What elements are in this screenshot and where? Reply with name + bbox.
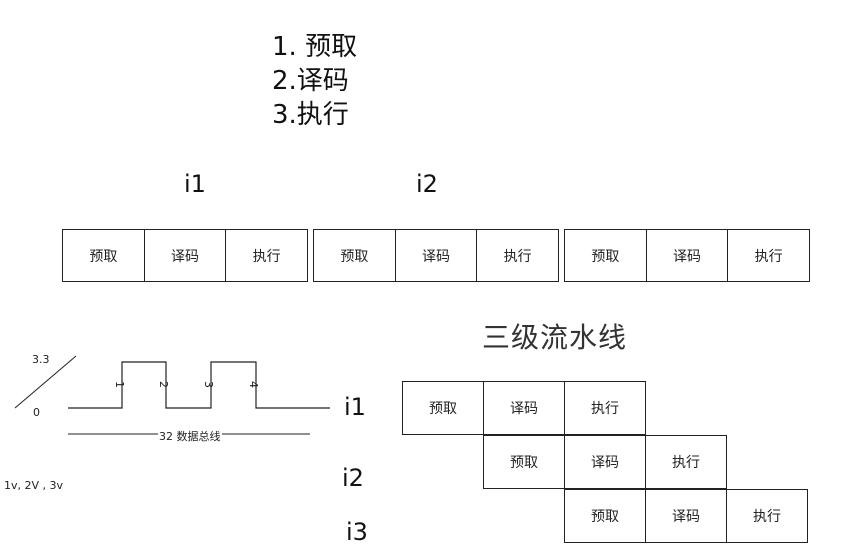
waveform-mark-3: 3 bbox=[202, 381, 215, 388]
step-fetch: 1. 预取 bbox=[272, 32, 358, 62]
cell-execute: 执行 bbox=[503, 248, 532, 265]
pipeline-row-i1: 预取 译码 执行 bbox=[402, 381, 646, 435]
pipe-cell-decode: 译码 bbox=[645, 489, 727, 543]
step-decode: 2.译码 bbox=[272, 66, 349, 96]
pipe-cell-decode: 译码 bbox=[483, 381, 565, 435]
cell-execute: 执行 bbox=[252, 248, 281, 265]
pipeline-label-i3: i3 bbox=[346, 518, 368, 546]
cell-fetch: 预取 bbox=[565, 230, 647, 281]
voltage-low-label: 0 bbox=[33, 406, 40, 419]
label-i2-top: i2 bbox=[416, 170, 438, 198]
sequential-group-2: 预取 译码 执行 bbox=[313, 229, 559, 282]
cell-fetch: 预取 bbox=[314, 230, 396, 281]
waveform-mark-1: 1 bbox=[113, 381, 126, 388]
pipe-cell-fetch: 预取 bbox=[402, 381, 484, 435]
pipeline-label-i1: i1 bbox=[344, 393, 366, 421]
data-bus-label: 32 数据总线 bbox=[158, 428, 222, 444]
cell-decode: 译码 bbox=[647, 230, 729, 281]
clock-waveform bbox=[68, 361, 330, 409]
pipe-cell-fetch: 预取 bbox=[483, 435, 565, 489]
label-i1-top: i1 bbox=[184, 170, 206, 198]
step-execute: 3.执行 bbox=[272, 100, 349, 130]
pipeline-row-i2: 预取 译码 执行 bbox=[483, 435, 727, 489]
pipeline-label-i2: i2 bbox=[342, 464, 364, 492]
sequential-group-3: 预取 译码 执行 bbox=[564, 229, 810, 282]
pipe-cell-execute: 执行 bbox=[726, 489, 808, 543]
sequential-group-1: 预取 译码 执行 bbox=[62, 229, 308, 282]
pipeline-title: 三级流水线 bbox=[482, 321, 628, 354]
pipe-cell-execute: 执行 bbox=[645, 435, 727, 489]
pipeline-row-i3: 预取 译码 执行 bbox=[564, 489, 808, 543]
cell-decode: 译码 bbox=[145, 230, 227, 281]
voltage-slope-line bbox=[14, 355, 77, 409]
cell-decode: 译码 bbox=[396, 230, 478, 281]
pipe-cell-execute: 执行 bbox=[564, 381, 646, 435]
waveform-mark-2: 2 bbox=[157, 381, 170, 388]
pipe-cell-fetch: 预取 bbox=[564, 489, 646, 543]
cell-execute: 执行 bbox=[754, 248, 783, 265]
pipe-cell-decode: 译码 bbox=[564, 435, 646, 489]
voltage-levels-note: 1v, 2V , 3v bbox=[4, 479, 64, 492]
waveform-mark-4: 4 bbox=[247, 381, 260, 388]
cell-fetch: 预取 bbox=[63, 230, 145, 281]
voltage-high-label: 3.3 bbox=[32, 353, 50, 366]
